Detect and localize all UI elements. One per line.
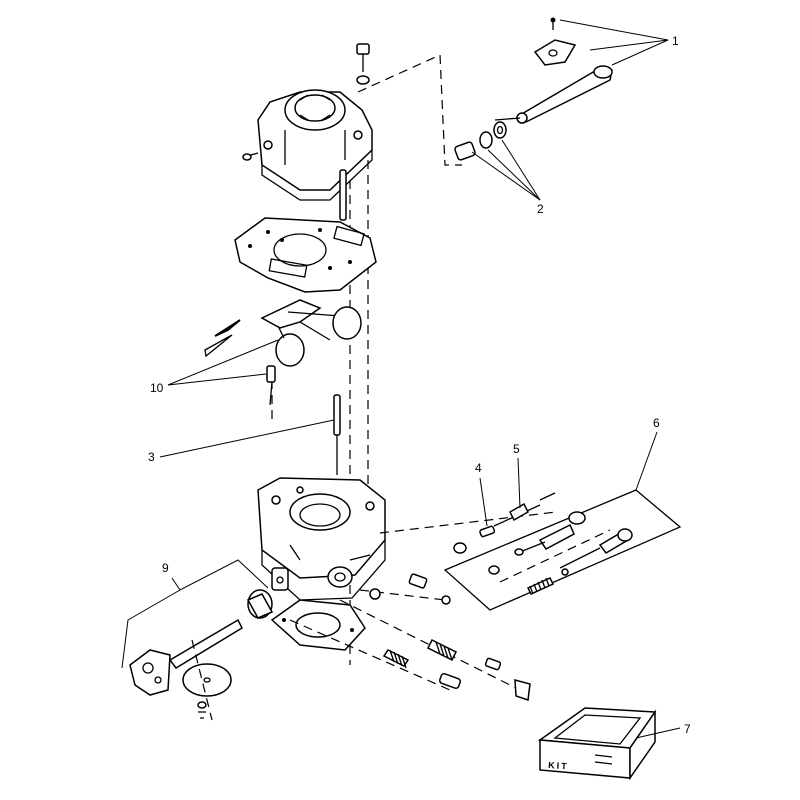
air-horn-body (242, 89, 373, 201)
kit-packet (537, 707, 657, 781)
callout-4: 4 (475, 461, 482, 475)
top-screw (356, 43, 370, 85)
callout-3: 3 (148, 450, 155, 464)
part-2-assembly (454, 121, 507, 161)
main-jet (333, 394, 341, 475)
mixture-screws (289, 573, 531, 702)
pilot-jet-parts (379, 492, 557, 554)
jet-kit-box (443, 489, 682, 611)
callout-7: 7 (684, 722, 691, 736)
gasket (234, 217, 377, 293)
float-assembly (204, 299, 362, 406)
guide-pin (339, 169, 347, 221)
kit-label: KIT (548, 760, 569, 771)
callout-2: 2 (537, 202, 544, 216)
callout-10: 10 (150, 381, 164, 395)
part-1-assembly (494, 17, 613, 124)
callout-1: 1 (672, 34, 679, 48)
callout-labels: 1 2 3 4 5 6 7 9 10 KIT (148, 34, 691, 771)
callout-6: 6 (653, 416, 660, 430)
base-flange (270, 599, 366, 651)
leader-lines (121, 19, 681, 739)
main-body (257, 477, 386, 601)
callout-9: 9 (162, 561, 169, 575)
throttle-shaft (129, 589, 274, 721)
callout-5: 5 (513, 442, 520, 456)
